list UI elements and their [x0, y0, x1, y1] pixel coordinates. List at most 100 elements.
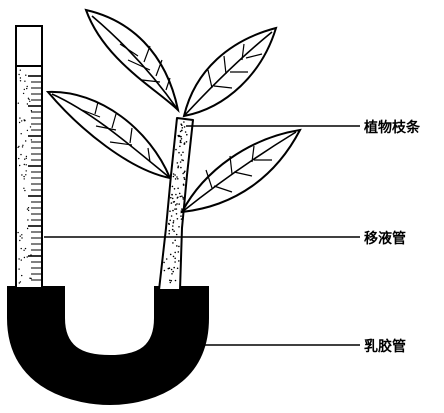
stem-speck: [183, 178, 186, 180]
liquid-speck: [17, 146, 19, 149]
stem-speck: [177, 187, 179, 190]
stem-speck: [173, 188, 176, 190]
liquid-speck: [29, 126, 32, 128]
stem-speck: [174, 251, 176, 254]
stem-speck: [167, 267, 170, 270]
stem-speck: [183, 176, 185, 179]
liquid-speck: [21, 274, 23, 277]
stem-speck: [174, 261, 176, 263]
liquid-speck: [23, 120, 26, 122]
stem-speck: [171, 185, 174, 188]
stem-speck: [168, 229, 171, 232]
liquid-speck: [18, 145, 20, 148]
liquid-speck: [25, 155, 28, 158]
liquid-speck: [30, 139, 33, 141]
stem-speck: [179, 139, 182, 142]
stem-speck: [178, 203, 180, 205]
liquid-speck: [24, 189, 26, 192]
stem-speck: [172, 221, 175, 224]
stem-speck: [170, 279, 173, 282]
stem-speck: [175, 213, 178, 215]
stem-speck: [175, 233, 178, 236]
stem-speck: [170, 215, 173, 217]
liquid-speck: [23, 187, 25, 189]
stem-speck: [170, 196, 172, 199]
stem-speck: [163, 269, 166, 272]
stem-speck: [183, 143, 186, 145]
liquid-speck: [19, 69, 21, 71]
stem-speck: [178, 151, 180, 154]
label-rubber-tube: 乳胶管: [364, 339, 406, 355]
liquid-speck: [25, 174, 27, 176]
liquid-speck: [26, 227, 29, 230]
stem-speck: [169, 219, 171, 222]
stem-speck: [178, 192, 181, 195]
stem-speck: [176, 218, 179, 220]
liquid-speck: [18, 282, 20, 284]
stem-speck: [173, 266, 175, 269]
stem-speck: [181, 127, 184, 129]
liquid-speck: [24, 158, 26, 160]
stem-speck: [177, 166, 179, 169]
stem-speck: [169, 279, 171, 282]
liquid-speck: [23, 256, 26, 259]
liquid-speck: [25, 74, 27, 76]
stem-speck: [180, 166, 182, 169]
stem-speck: [174, 178, 177, 180]
stem-speck: [169, 281, 172, 284]
stem-speck: [184, 131, 187, 133]
stem-speck: [177, 165, 180, 167]
liquid-speck: [18, 121, 21, 124]
liquid-speck: [23, 163, 25, 166]
liquid-speck: [24, 80, 26, 82]
liquid-speck: [20, 153, 22, 156]
liquid-speck: [17, 102, 19, 104]
liquid-speck: [23, 178, 25, 180]
stem-speck: [180, 215, 182, 217]
liquid-speck: [30, 110, 33, 112]
stem-speck: [179, 195, 182, 198]
stem-speck: [172, 220, 175, 222]
liquid-speck: [21, 237, 23, 239]
stem-speck: [178, 260, 180, 262]
stem-speck: [175, 148, 177, 151]
label-branch: 植物枝条: [364, 120, 420, 136]
stem-speck: [182, 151, 184, 154]
stem-speck: [169, 253, 172, 256]
stem-speck: [171, 273, 173, 275]
liquid-speck: [19, 77, 22, 79]
leaf-right-lower: [180, 128, 302, 214]
liquid-speck: [20, 259, 22, 261]
liquid-speck: [18, 73, 20, 76]
stem-speck: [175, 193, 177, 196]
liquid-speck: [23, 249, 25, 251]
stem-speck: [176, 245, 178, 247]
stem-speck: [182, 196, 184, 199]
rubber-tube: [7, 286, 209, 406]
stem-speck: [181, 195, 183, 197]
stem-speck: [169, 210, 171, 212]
liquid-speck: [19, 80, 22, 82]
stem-speck: [180, 123, 182, 125]
stem-speck: [186, 133, 188, 136]
liquid-speck: [21, 120, 23, 122]
liquid-speck: [23, 175, 25, 178]
stem-speck: [178, 134, 180, 137]
liquid-speck: [21, 174, 23, 176]
liquid-speck: [18, 157, 20, 160]
liquid-speck: [28, 98, 30, 101]
stem-speck: [180, 135, 182, 138]
liquid-speck: [21, 234, 23, 236]
stem-speck: [171, 197, 174, 200]
stem-speck: [174, 204, 177, 206]
stem-speck: [180, 129, 183, 132]
stem-speck: [183, 126, 186, 128]
label-pipette: 移液管: [364, 231, 406, 247]
stem-speck: [172, 242, 174, 244]
stem-speck: [170, 268, 173, 271]
stem-speck: [171, 194, 173, 196]
liquid-speck: [26, 87, 28, 90]
stem-speck: [176, 162, 179, 164]
